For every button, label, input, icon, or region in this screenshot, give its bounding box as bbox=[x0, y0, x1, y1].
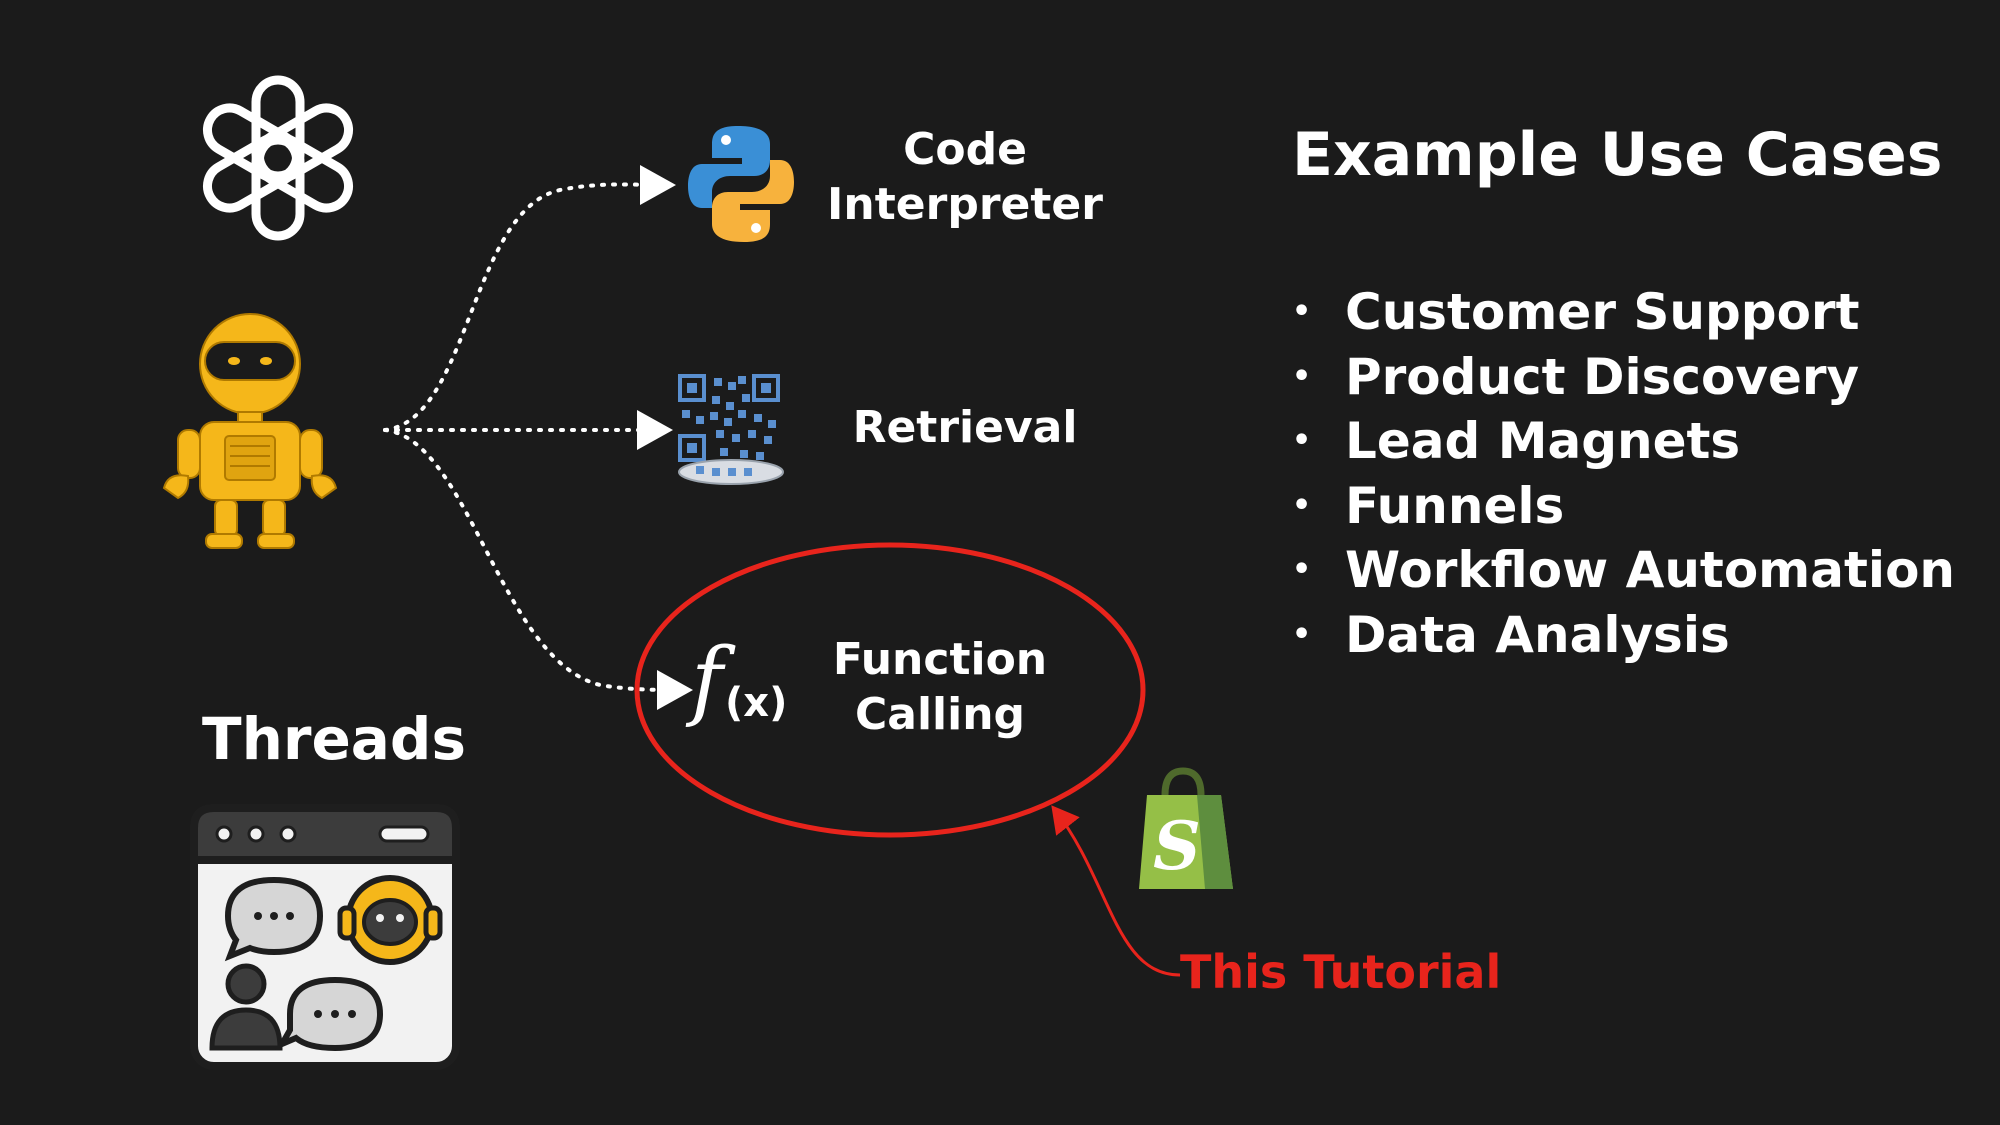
use-case-item: • Product Discovery bbox=[1292, 345, 1955, 410]
function-calling-line2: Calling bbox=[854, 689, 1026, 740]
bullet-icon: • bbox=[1292, 616, 1312, 652]
qr-database-icon bbox=[678, 374, 784, 485]
use-case-item: • Lead Magnets bbox=[1292, 409, 1955, 474]
tutorial-arrow bbox=[1051, 805, 1181, 977]
function-fx-icon: f (x) bbox=[691, 630, 788, 730]
chat-window-icon bbox=[190, 804, 460, 1070]
bullet-icon: • bbox=[1292, 552, 1312, 587]
use-cases-list: • Customer Support • Product Discovery • Le… bbox=[1292, 280, 1955, 667]
svg-text:S: S bbox=[1153, 807, 1201, 885]
use-case-text: Lead Magnets bbox=[1345, 412, 1741, 470]
bullet-icon: • bbox=[1292, 423, 1312, 458]
use-case-text: Customer Support bbox=[1345, 283, 1860, 341]
use-case-text: Data Analysis bbox=[1345, 605, 1730, 664]
code-interpreter-line2: Interpreter bbox=[827, 179, 1103, 230]
function-calling-label: Function Calling bbox=[800, 632, 1080, 742]
bullet-icon: • bbox=[1292, 487, 1312, 523]
arrow-to-function-calling bbox=[383, 428, 693, 710]
use-cases-heading: Example Use Cases bbox=[1292, 120, 1943, 190]
retrieval-label: Retrieval bbox=[852, 402, 1078, 453]
use-case-item: • Customer Support bbox=[1292, 280, 1955, 345]
highlight-ellipse bbox=[634, 542, 1146, 838]
use-case-text: Product Discovery bbox=[1345, 347, 1860, 406]
use-case-text: Funnels bbox=[1345, 476, 1565, 535]
python-icon bbox=[688, 126, 794, 242]
bullet-icon: • bbox=[1292, 294, 1312, 329]
robot-assistant-icon bbox=[162, 313, 338, 549]
use-case-item: • Funnels bbox=[1292, 474, 1955, 539]
bullet-icon: • bbox=[1292, 358, 1312, 394]
use-case-text: Workflow Automation bbox=[1345, 541, 1956, 599]
code-interpreter-line1: Code bbox=[903, 124, 1027, 175]
use-case-item: • Data Analysis bbox=[1292, 603, 1955, 668]
this-tutorial-label: This Tutorial bbox=[1180, 945, 1502, 999]
shopify-bag-icon: S bbox=[1139, 767, 1233, 889]
function-calling-line1: Function bbox=[832, 634, 1048, 685]
arrow-to-code-interpreter bbox=[383, 164, 676, 432]
threads-label: Threads bbox=[202, 705, 466, 773]
code-interpreter-label: Code Interpreter bbox=[810, 122, 1120, 232]
use-case-item: • Workflow Automation bbox=[1292, 538, 1955, 603]
openai-logo-icon bbox=[203, 75, 353, 241]
